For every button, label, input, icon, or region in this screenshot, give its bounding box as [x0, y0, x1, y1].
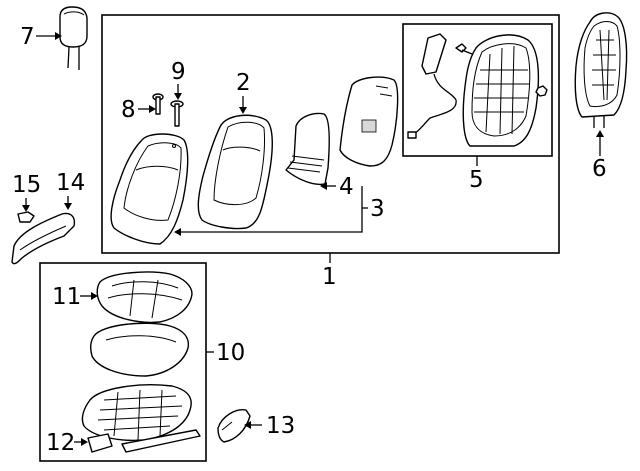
cushion-cover-part[interactable] [96, 271, 193, 324]
adjuster-switch-part[interactable] [87, 433, 113, 453]
frame-harness-part[interactable] [407, 33, 548, 147]
trim-cap-part[interactable] [217, 409, 251, 443]
callout-6: 6 [592, 156, 607, 182]
callout-4: 4 [339, 174, 354, 200]
headrest-part[interactable] [59, 6, 88, 70]
callout-10: 10 [216, 340, 245, 366]
rear-frame-part[interactable] [574, 12, 628, 128]
callout-5: 5 [469, 167, 484, 193]
callout-1: 1 [322, 264, 337, 290]
callout-12: 12 [46, 430, 75, 456]
callout-8: 8 [121, 97, 136, 123]
leader-lines [22, 32, 604, 446]
cushion-pad-part[interactable] [89, 322, 190, 377]
callout-14: 14 [56, 170, 85, 196]
side-trim-part[interactable] [11, 212, 76, 265]
callout-11: 11 [52, 284, 81, 310]
callout-2: 2 [236, 70, 251, 96]
callout-9: 9 [171, 59, 186, 85]
seat-back-cover-part[interactable] [197, 114, 273, 230]
pad-set-part[interactable] [339, 76, 399, 167]
callout-3: 3 [370, 196, 385, 222]
callout-7: 7 [20, 24, 35, 50]
seat-back-assembly-part[interactable] [110, 133, 189, 245]
lumbar-panel-part[interactable] [285, 112, 330, 186]
cushion-frame-part[interactable] [81, 384, 201, 453]
bolt-part[interactable] [152, 93, 164, 115]
seat-cushion-group-frame [39, 262, 207, 462]
callout-13: 13 [266, 413, 295, 439]
callout-15: 15 [12, 172, 41, 198]
clip-part[interactable] [17, 211, 35, 223]
screw-part[interactable] [170, 100, 184, 127]
